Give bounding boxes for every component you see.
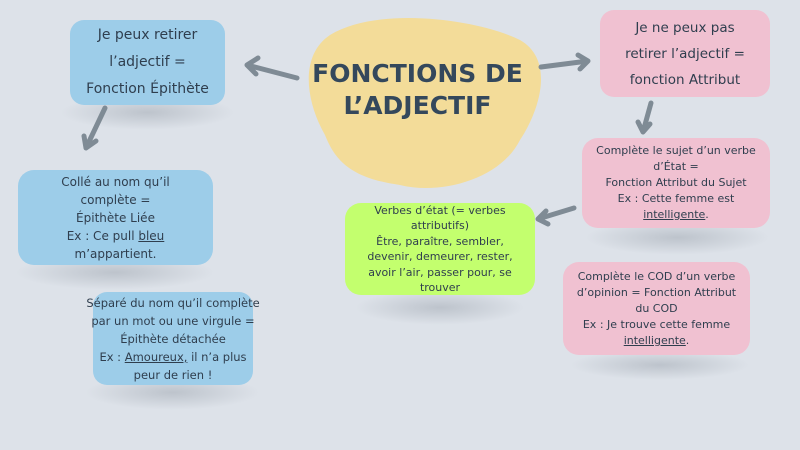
text-line: d’État = bbox=[653, 160, 699, 173]
text: . bbox=[685, 333, 690, 347]
text-line: complète = bbox=[80, 192, 151, 207]
arrow-to-sujet bbox=[635, 100, 654, 135]
text-line: Être, paraître, sembler, bbox=[376, 234, 504, 248]
text-line: Fonction Attribut du Sujet bbox=[605, 176, 747, 189]
text-line: Fonction Épithète bbox=[86, 81, 209, 97]
text-line: Ex : Cette femme est bbox=[617, 192, 735, 205]
epithete-box: Je peux retirer l’adjectif = Fonction Ép… bbox=[70, 20, 225, 105]
text-line: Verbes d’état (= verbes bbox=[374, 203, 506, 217]
title-line: L’ADJECTIF bbox=[343, 91, 492, 120]
text-line: Je ne peux pas bbox=[635, 19, 735, 36]
example-line: Ex : Amoureux, il n’a plus bbox=[99, 348, 246, 366]
arrow-to-epithete bbox=[244, 55, 300, 81]
text-line: retirer l’adjectif = bbox=[625, 45, 745, 62]
text-line: Épithète Liée bbox=[76, 210, 155, 225]
example-line: intelligente. bbox=[643, 207, 709, 223]
underlined-word: Amoureux, bbox=[124, 349, 188, 364]
text-line: Collé au nom qu’il bbox=[61, 174, 170, 189]
epithete-detachee-box: Séparé du nom qu’il complète par un mot … bbox=[86, 292, 260, 385]
underlined-word: intelligente bbox=[623, 333, 686, 347]
text-line: l’adjectif = bbox=[109, 54, 186, 70]
text: Ex : bbox=[99, 349, 125, 364]
attribut-sujet-box: Complète le sujet d’un verbe d’État = Fo… bbox=[582, 138, 770, 228]
text-line: devenir, demeurer, rester, bbox=[367, 250, 513, 263]
example-line: intelligente. bbox=[624, 333, 690, 349]
text-line: Ex : Je trouve cette femme bbox=[582, 317, 731, 331]
text: . bbox=[705, 208, 709, 221]
text-line: fonction Attribut bbox=[629, 71, 741, 88]
text-line: attributifs) bbox=[410, 219, 470, 232]
underlined-word: intelligente bbox=[643, 208, 706, 221]
text-line: Épithète détachée bbox=[120, 331, 226, 346]
attribut-box: Je ne peux pas retirer l’adjectif = fonc… bbox=[600, 10, 770, 97]
arrow-to-attribut bbox=[538, 52, 591, 72]
text-line: m’appartient. bbox=[74, 246, 157, 261]
text-line: du COD bbox=[635, 301, 678, 315]
epithete-liee-box: Collé au nom qu’il complète = Épithète L… bbox=[18, 170, 213, 265]
text: Ex : Ce pull bbox=[66, 228, 139, 243]
text: il n’a plus bbox=[187, 349, 247, 364]
example-line: Ex : Ce pull bleu bbox=[67, 227, 165, 245]
text-line: Séparé du nom qu’il complète bbox=[86, 295, 260, 310]
yellow-blob bbox=[308, 18, 541, 189]
verbes-etat-box: Verbes d’état (= verbes attributifs) Êtr… bbox=[345, 203, 535, 295]
text-line: trouver bbox=[419, 281, 461, 294]
text-line: d’opinion = Fonction Attribut bbox=[576, 285, 737, 299]
title-line: FONCTIONS DE bbox=[312, 59, 523, 88]
text-line: peur de rien ! bbox=[133, 367, 213, 382]
text-line: par un mot ou une virgule = bbox=[91, 313, 255, 328]
main-title: FONCTIONS DE L’ADJECTIF bbox=[300, 55, 535, 125]
arrow-to-verbes bbox=[535, 205, 577, 227]
arrow-to-liee bbox=[81, 105, 108, 151]
text-line: Je peux retirer bbox=[97, 27, 198, 43]
text-line: Complète le sujet d’un verbe bbox=[596, 144, 756, 157]
attribut-cod-box: Complète le COD d’un verbe d’opinion = F… bbox=[563, 262, 750, 355]
underlined-word: bleu bbox=[138, 228, 165, 243]
text-line: Complète le COD d’un verbe bbox=[577, 269, 736, 283]
text-line: avoir l’air, passer pour, se bbox=[368, 265, 512, 279]
